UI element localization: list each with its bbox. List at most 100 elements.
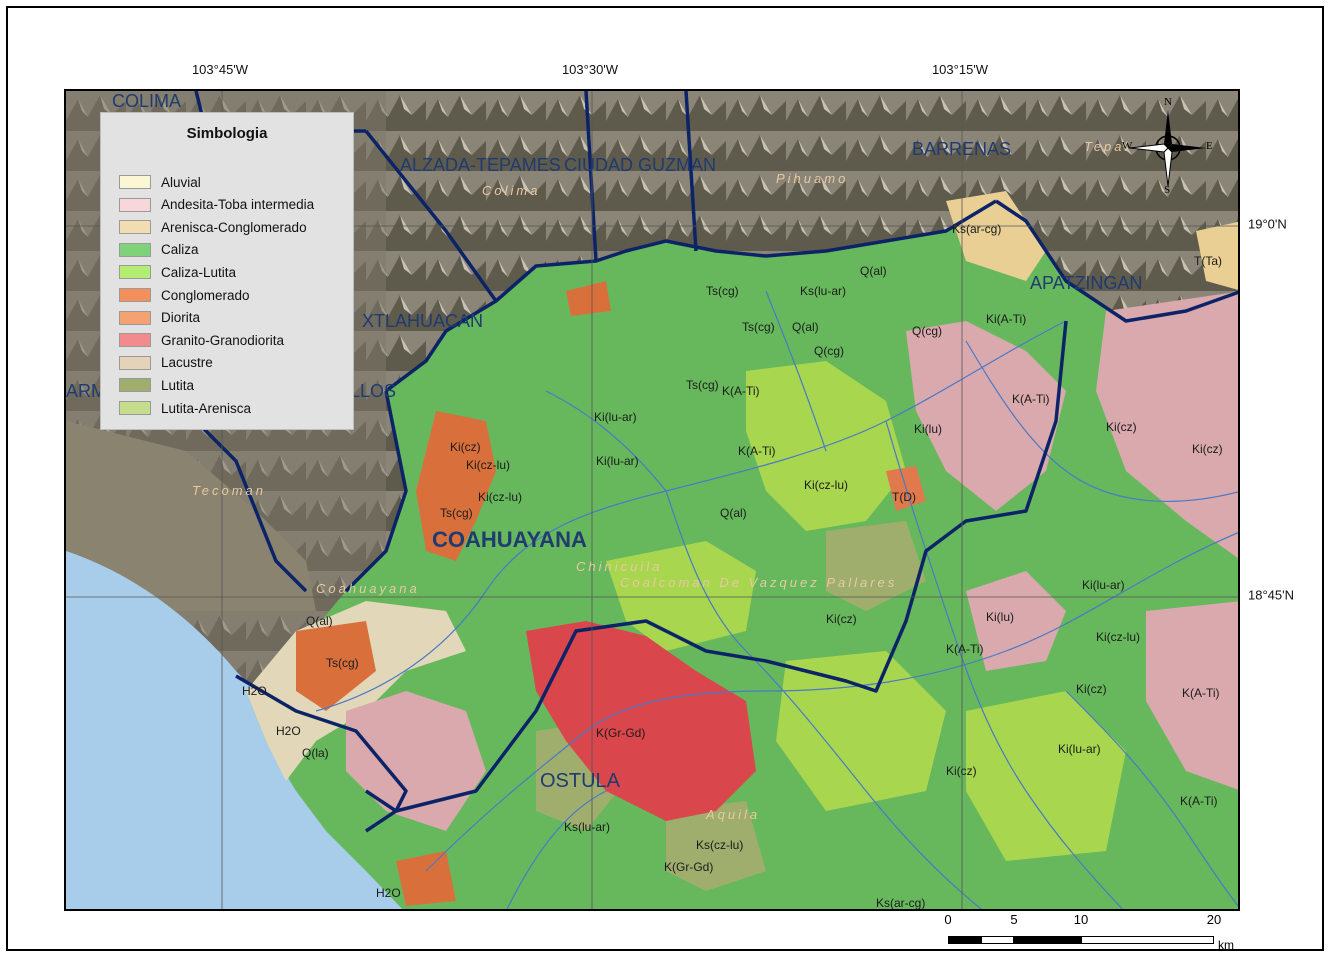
geo-label: Ts(cg) — [686, 378, 719, 392]
geo-label: K(Gr-Gd) — [596, 726, 645, 740]
lutita-unit-3 — [666, 801, 766, 891]
geo-label: T(Ta) — [1194, 254, 1222, 268]
legend-label: Granito-Granodiorita — [161, 332, 285, 348]
legend-label: Arenisca-Conglomerado — [161, 219, 307, 235]
geo-label: Ki(cz) — [1106, 420, 1137, 434]
locality-pihuamo: Pihuamo — [776, 171, 848, 186]
municipality-callos: LLOS — [350, 381, 396, 401]
legend-item: Conglomerado — [119, 286, 250, 304]
legend-item: Lutita-Arenisca — [119, 399, 251, 417]
geologic-map[interactable]: COLIMA ALZADA-TEPAMES CIUDAD GUZMAN BARR… — [64, 89, 1240, 911]
caliza-lutita-unit-4 — [966, 691, 1126, 861]
geo-label: K(A-Ti) — [722, 384, 760, 398]
municipality-apatzingan: APATZINGAN — [1030, 273, 1142, 293]
geo-label: Ki(lu-ar) — [1082, 578, 1125, 592]
andesita-unit-4 — [1146, 601, 1238, 790]
geo-label: H2O — [242, 684, 267, 698]
geo-label: Q(al) — [720, 506, 747, 520]
geo-label: Ki(cz) — [826, 612, 857, 626]
compass-rose-icon — [1129, 110, 1206, 187]
andesita-unit-2 — [1096, 291, 1238, 559]
longitude-label-2: 103°30'W — [561, 62, 619, 77]
legend-swatch — [119, 265, 151, 280]
caliza-lutita-unit-3 — [776, 651, 946, 811]
longitude-label-1: 103°45'W — [191, 62, 249, 77]
municipality-barrenas: BARRENAS — [912, 139, 1011, 159]
legend-swatch — [119, 220, 151, 235]
locality-tecoman: Tecoman — [192, 483, 266, 498]
municipality-guzman: CIUDAD GUZMAN — [564, 155, 716, 175]
scale-tick-5: 5 — [1010, 912, 1018, 927]
north-arrow: N S E W — [1120, 96, 1216, 196]
legend-item: Aluvial — [119, 173, 201, 191]
geo-label: Q(al) — [792, 320, 819, 334]
legend-swatch — [119, 288, 151, 302]
geo-label: Ki(cz-lu) — [1096, 630, 1140, 644]
geo-label: Ts(cg) — [440, 506, 473, 520]
geo-label: Ts(cg) — [706, 284, 739, 298]
municipality-alzada: ALZADA-TEPAMES — [400, 155, 561, 175]
geo-label: Ks(lu-ar) — [800, 284, 846, 298]
arenisca-unit-1 — [946, 191, 1046, 281]
geo-label: Ki(cz-lu) — [804, 478, 848, 492]
geo-label: Ki(cz) — [1076, 682, 1107, 696]
legend-label: Diorita — [161, 310, 201, 326]
geo-label: H2O — [276, 724, 301, 738]
legend-item: Diorita — [119, 309, 200, 327]
geo-label: Q(cg) — [814, 344, 844, 358]
river-network — [315, 290, 1238, 909]
legend-label: Lutita — [161, 377, 195, 393]
legend-title: Simbologia — [186, 125, 268, 142]
geo-label: Q(cg) — [912, 324, 942, 338]
geo-label: K(A-Ti) — [1180, 794, 1218, 808]
geo-label: Ki(lu-ar) — [594, 410, 637, 424]
scale-tick-10: 10 — [1073, 912, 1089, 927]
municipal-boundaries — [194, 91, 1238, 833]
geology-labels: Ki(cz) Ki(cz-lu) Ki(cz-lu) Ts(cg) Ts(cg)… — [242, 222, 1223, 909]
geo-label: K(Gr-Gd) — [664, 860, 713, 874]
geo-label: Ki(cz) — [946, 764, 977, 778]
geo-label: Ks(lu-ar) — [564, 820, 610, 834]
legend-swatch — [119, 401, 151, 415]
geo-label: Ki(lu) — [986, 610, 1014, 624]
andesita-unit-5 — [966, 571, 1066, 671]
municipality-ostula: OSTULA — [540, 770, 621, 792]
geo-label: Ki(A-Ti) — [986, 312, 1026, 326]
locality-coalcoman: Coalcoman De Vazquez Pallares — [620, 575, 897, 590]
locality-tepalcatepec: Tepal — [1084, 139, 1130, 154]
scale-segment — [1014, 936, 1081, 944]
geo-label: Ki(cz-lu) — [466, 458, 510, 472]
legend-item: Granito-Granodiorita — [119, 331, 284, 349]
geo-label: Ks(ar-cg) — [952, 222, 1001, 236]
geo-label: K(A-Ti) — [1182, 686, 1220, 700]
legend-item: Arenisca-Conglomerado — [119, 218, 307, 236]
municipality-colima: COLIMA — [112, 91, 181, 111]
scale-segment — [981, 936, 1014, 944]
geo-label: K(A-Ti) — [1012, 392, 1050, 406]
scale-tick-20: 20 — [1206, 912, 1222, 927]
legend-label: Caliza-Lutita — [161, 264, 237, 280]
geo-label: K(A-Ti) — [946, 642, 984, 656]
legend-label: Conglomerado — [161, 287, 250, 303]
scale-segment — [948, 936, 981, 944]
legend-swatch — [119, 333, 151, 348]
lutita-unit-1 — [826, 521, 926, 611]
north-label: N — [1164, 96, 1172, 108]
geo-label: Ks(cz-lu) — [696, 838, 743, 852]
legend-label: Lutita-Arenisca — [161, 400, 252, 416]
geo-label: H2O — [376, 886, 401, 900]
locality-colima: Colima — [482, 183, 540, 198]
scale-tick-0: 0 — [944, 912, 952, 927]
latitude-label-2: 18°45'N — [1248, 587, 1294, 603]
geo-label: Ki(lu) — [914, 422, 942, 436]
municipality-coahuayana: COAHUAYANA — [432, 527, 587, 552]
locality-aquila: Aquila — [705, 807, 760, 822]
geo-label: Q(al) — [860, 264, 887, 278]
municipality-armeria: ARM — [66, 381, 106, 401]
graticule — [66, 91, 1238, 909]
scale-unit: km — [1218, 938, 1234, 952]
east-label: E — [1206, 140, 1213, 152]
legend-label: Lacustre — [161, 355, 213, 371]
geo-label: Ki(cz) — [1192, 442, 1223, 456]
legend-swatch — [119, 197, 151, 212]
